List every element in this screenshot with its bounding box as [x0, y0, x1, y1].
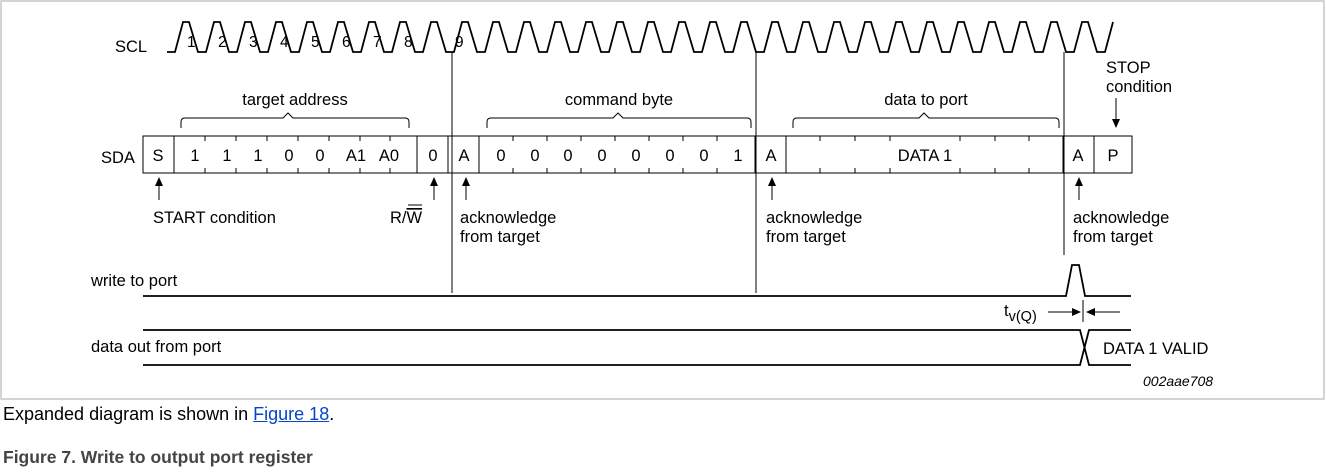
- figure-title: Figure 7. Write to output port register: [3, 447, 313, 467]
- sda-command-bit: 0: [699, 147, 708, 165]
- clock-number: 8: [404, 34, 413, 51]
- sda-command-bit: 0: [631, 147, 640, 165]
- stop-condition-label: condition: [1106, 78, 1172, 96]
- tvq-arrow-left-head: [1072, 308, 1081, 316]
- data-out-waveform: [143, 329, 1131, 366]
- sda-stop-bit: P: [1107, 147, 1118, 165]
- clock-number: 4: [280, 34, 289, 51]
- ack-label: from target: [766, 228, 846, 246]
- stop-arrow-head: [1112, 119, 1120, 128]
- start-condition-label: START condition: [153, 209, 276, 227]
- group-brackets: [180, 112, 1060, 128]
- sda-command-bit: 0: [563, 147, 572, 165]
- clock-number: 9: [455, 34, 464, 51]
- tvq-label: tv(Q): [1004, 302, 1037, 325]
- sda-data-byte: DATA 1: [898, 147, 952, 165]
- sda-start-bit: S: [152, 147, 163, 165]
- caption: Expanded diagram is shown in Figure 18.: [3, 404, 334, 425]
- clock-number: 1: [187, 34, 196, 51]
- clock-number: 6: [342, 34, 351, 51]
- figure-18-link[interactable]: Figure 18: [253, 404, 330, 424]
- clock-number: 2: [218, 34, 227, 51]
- group-label-data-to-port: data to port: [884, 91, 968, 109]
- ack-label: from target: [1073, 228, 1153, 246]
- sda-rw-bit: 0: [428, 147, 437, 165]
- write-to-port-label: write to port: [90, 272, 178, 290]
- data-out-waveform: [143, 329, 1131, 366]
- sda-address-bit: 0: [315, 147, 324, 165]
- ack-label: from target: [460, 228, 540, 246]
- stop-condition-label: STOP: [1106, 59, 1151, 77]
- diagram-frame: [0, 0, 1325, 400]
- group-label-target-address: target address: [242, 91, 347, 109]
- sda-command-bit: 0: [665, 147, 674, 165]
- clock-number: 5: [311, 34, 320, 51]
- annotation-arrow-heads: [155, 177, 1083, 186]
- sda-ack-bit: A: [765, 147, 776, 165]
- sda-address-bit: A0: [379, 147, 399, 165]
- sda-address-bit: 1: [222, 147, 231, 165]
- sda-ack-bit: A: [458, 147, 469, 165]
- group-label-command-byte: command byte: [565, 91, 673, 109]
- sda-command-bit: 0: [597, 147, 606, 165]
- sda-command-bit: 0: [530, 147, 539, 165]
- sda-command-bit: 0: [496, 147, 505, 165]
- sda-bits: S 1 1 1 0 0 A1 A0 0 A 0 0 0 0 0 0 0 1 A …: [152, 147, 1118, 165]
- sda-ack-bit: A: [1072, 147, 1083, 165]
- sda-frame: [142, 135, 1133, 174]
- tvq-arrow-right-head: [1086, 308, 1095, 316]
- write-to-port-waveform: [143, 264, 1131, 297]
- caption-text: Expanded diagram is shown in: [3, 404, 254, 424]
- scl-label: SCL: [115, 38, 147, 56]
- data-out-label: data out from port: [91, 338, 222, 356]
- sda-address-bit: 0: [284, 147, 293, 165]
- scl-waveform: [167, 21, 1114, 53]
- sda-command-bit: 1: [733, 147, 742, 165]
- clock-number: 3: [249, 34, 258, 51]
- rw-label: R/W: [390, 209, 423, 227]
- clock-number: 7: [373, 34, 382, 51]
- ack-label: acknowledge: [766, 209, 862, 227]
- sda-ticks: [204, 136, 1030, 173]
- sda-address-bit: 1: [253, 147, 262, 165]
- annotation-arrows: [158, 184, 1080, 200]
- clock-numbers: 1 2 3 4 5 6 7 8 9: [187, 34, 464, 51]
- sda-label: SDA: [101, 149, 135, 167]
- sda-address-bit: 1: [190, 147, 199, 165]
- ack-label: acknowledge: [460, 209, 556, 227]
- caption-suffix: .: [329, 404, 335, 424]
- ack-label: acknowledge: [1073, 209, 1169, 227]
- data-valid-label: DATA 1 VALID: [1103, 340, 1209, 358]
- sda-address-bit: A1: [346, 147, 366, 165]
- figure-id: 002aae708: [1143, 373, 1213, 389]
